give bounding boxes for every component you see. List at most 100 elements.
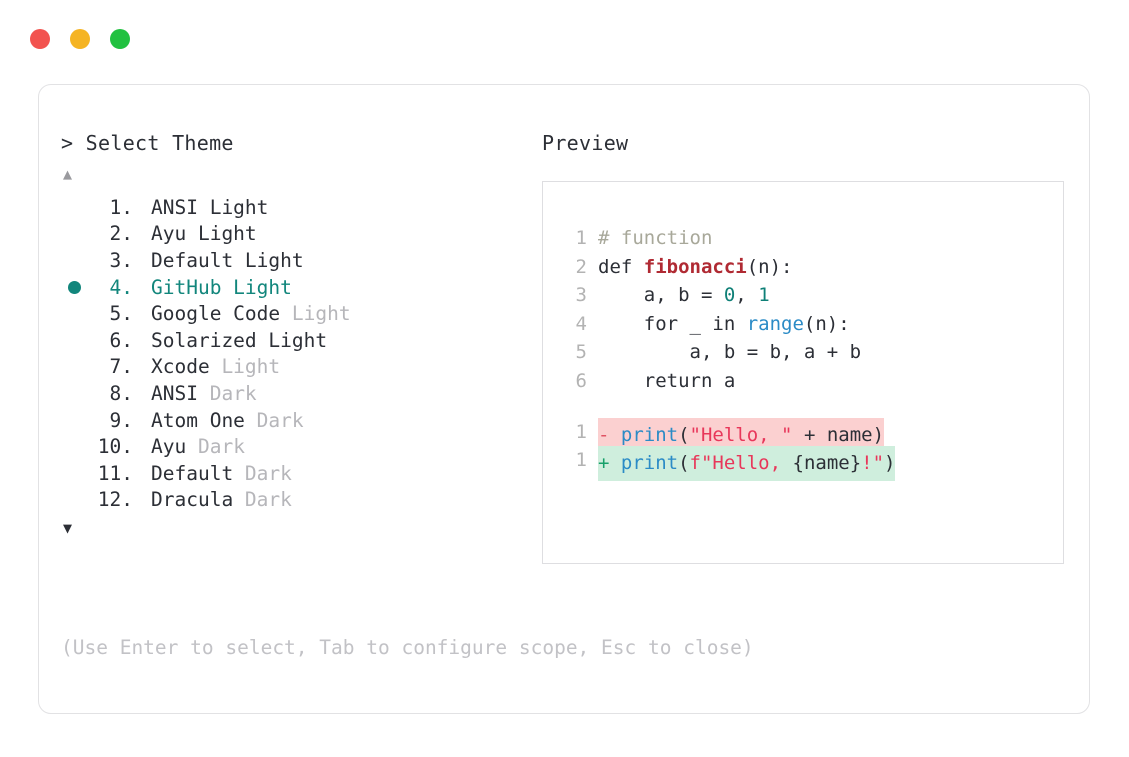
theme-item-spacer [133,329,151,352]
minimize-window-button[interactable] [70,29,90,49]
selection-bullet-cell [61,280,93,294]
line-number: 4 [575,312,587,335]
close-window-button[interactable] [30,29,50,49]
code-token: fibonacci [643,255,747,278]
code-token: print [620,452,679,475]
theme-item-variant: Light [280,302,351,326]
selected-bullet-icon [68,280,81,294]
scroll-up-arrow-icon[interactable]: ▲ [63,165,73,183]
code-token: ) [884,452,896,475]
code-token: def [598,255,644,278]
theme-item-spacer [133,276,151,299]
theme-list-item[interactable]: 7. Xcode Light [61,354,541,381]
diff-sign: - [598,423,621,446]
diff-sign: + [598,452,621,475]
code-token: 1 [758,284,770,307]
code-line: 3 a, b = 0, 1 [565,281,1063,310]
code-line: 1 # function [565,224,1063,253]
theme-list-item[interactable]: 8. ANSI Dark [61,380,541,407]
theme-item-number: 3. [109,248,133,272]
scroll-down-arrow-icon[interactable]: ▼ [63,519,73,538]
diff-added-line: 1 + print(f"Hello, {name}!") [565,446,1063,481]
code-text: a, b = b, a + b [598,338,862,367]
code-token: 0 [723,284,736,307]
theme-list-item[interactable]: 6. Solarized Light [61,327,541,354]
code-text: a, b = 0, 1 [598,281,770,310]
theme-item-spacer [133,222,151,245]
theme-item-spacer [133,196,151,219]
code-line: 2 def fibonacci(n): [565,253,1063,282]
line-number: 1 [575,227,587,249]
theme-item-name: Ayu [151,435,187,459]
theme-item-number: 11. [97,461,133,485]
theme-item-name: Dracula [151,488,234,512]
theme-item-number: 9. [109,408,133,432]
code-text: # function [598,224,712,253]
theme-item-variant: Dark [244,408,304,432]
theme-item-variant: Light [209,355,281,379]
theme-item-name: Ayu Light [151,222,257,246]
code-token: , [735,284,759,307]
theme-item-name: Xcode [151,355,210,379]
theme-item-name: ANSI Light [151,195,269,219]
code-text: return a [598,367,736,396]
theme-item-number: 8. [109,381,133,405]
theme-item-name: Default Light [151,248,304,272]
theme-item-spacer [133,382,151,405]
theme-item-variant: Dark [233,488,292,512]
code-token: f"Hello, [689,452,793,475]
line-number: 2 [575,255,587,278]
theme-item-number: 12. [97,488,133,512]
theme-item-name: GitHub Light [151,275,292,299]
theme-list-item[interactable]: 11. Default Dark [61,460,541,487]
code-text: def fibonacci(n): [598,253,792,282]
theme-item-number: 5. [109,302,133,326]
theme-item-variant: Dark [197,381,257,405]
code-token: range [746,312,804,335]
theme-list-item[interactable]: 5. Google Code Light [61,300,541,327]
theme-list-item[interactable]: 9. Atom One Dark [61,407,541,434]
line-number: 6 [575,369,587,392]
theme-item-spacer [133,355,151,378]
code-token: print [620,423,679,446]
theme-item-number: 4. [109,275,133,299]
code-token: (n): [746,255,793,278]
keyboard-hint: (Use Enter to select, Tab to configure s… [61,636,754,659]
theme-item-variant: Dark [186,435,245,459]
code-token: a, b = [598,284,724,307]
code-line: 4 for _ in range(n): [565,310,1063,339]
theme-list-item[interactable]: 4. GitHub Light [61,274,541,301]
theme-list-item[interactable]: 2. Ayu Light [61,221,541,248]
window-controls [30,29,130,49]
theme-item-spacer [133,302,151,325]
diff-removed-line: 1- print("Hello, " + name) [565,417,1063,453]
theme-item-number: 2. [109,222,133,246]
line-number: 1 [575,420,587,443]
code-line: 5 a, b = b, a + b [565,338,1063,367]
theme-item-name: Default [151,461,234,485]
theme-item-spacer [133,462,151,485]
code-token: !" [861,452,885,475]
theme-list-item[interactable]: 10. Ayu Dark [61,433,541,460]
theme-item-name: Google Code [151,302,281,326]
maximize-window-button[interactable] [110,29,130,49]
line-number: 1 [575,449,587,472]
theme-list-item[interactable]: 3. Default Light [61,247,541,274]
diff-highlight: + print(f"Hello, {name}!") [598,446,896,481]
code-token: for _ in [598,312,747,335]
theme-item-number: 6. [109,328,133,352]
code-line: 6 return a [565,367,1063,396]
code-token: ( [678,423,690,446]
theme-item-spacer [133,435,151,458]
theme-list-item[interactable]: 12. Dracula Dark [61,487,541,514]
preview-label: Preview [542,131,629,155]
theme-item-number: 1. [109,195,133,219]
theme-list-item[interactable]: 1. ANSI Light [61,194,541,221]
